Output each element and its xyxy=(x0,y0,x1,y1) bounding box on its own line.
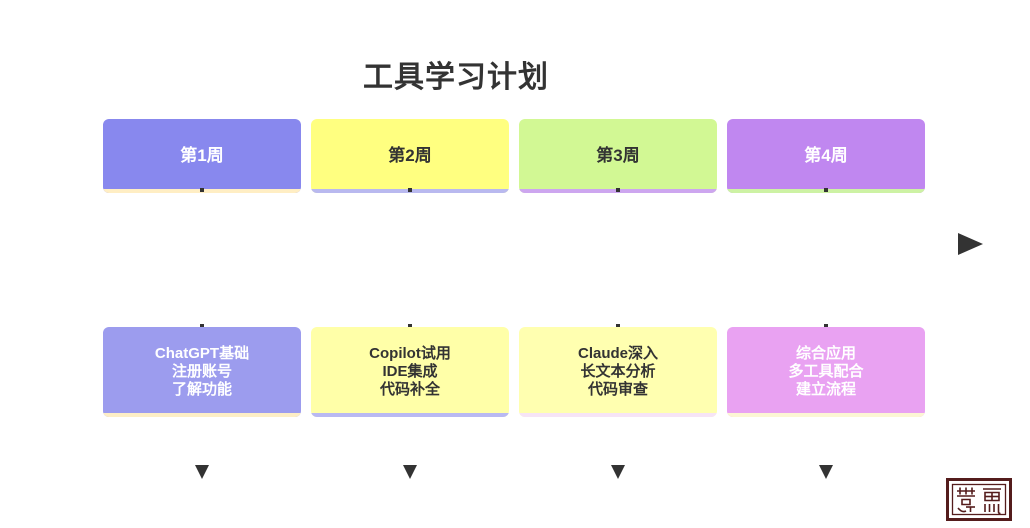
detail-line: Copilot试用 xyxy=(369,345,451,362)
detail-line: 建立流程 xyxy=(795,381,856,398)
detail-line: 注册账号 xyxy=(171,363,232,380)
detail-line: 代码审查 xyxy=(587,381,648,398)
detail-line: 多工具配合 xyxy=(788,363,864,380)
connector-dot-detail-3 xyxy=(616,324,620,328)
connector-dot-detail-2 xyxy=(408,324,412,328)
week-box-1: 第1周 xyxy=(103,119,301,193)
detail-box-1: ChatGPT基础 注册账号 了解功能 xyxy=(103,327,301,417)
detail-line: 了解功能 xyxy=(171,381,232,398)
down-arrow-icon-2 xyxy=(403,465,417,479)
week-box-4: 第4周 xyxy=(727,119,925,193)
down-arrow-icon-1 xyxy=(195,465,209,479)
connector-dot-week-3 xyxy=(616,188,620,192)
week-box-2: 第2周 xyxy=(311,119,509,193)
connector-dot-week-4 xyxy=(824,188,828,192)
detail-line: 代码补全 xyxy=(379,381,440,398)
connector-dot-week-1 xyxy=(200,188,204,192)
detail-line: ChatGPT基础 xyxy=(154,345,250,362)
detail-strip-2 xyxy=(311,413,509,417)
connector-dot-detail-1 xyxy=(200,324,204,328)
week-label-1: 第1周 xyxy=(180,146,224,165)
week-box-3: 第3周 xyxy=(519,119,717,193)
detail-box-4: 综合应用 多工具配合 建立流程 xyxy=(727,327,925,417)
seal-watermark-icon xyxy=(946,478,1012,521)
detail-strip-1 xyxy=(103,413,301,417)
connector-dot-week-2 xyxy=(408,188,412,192)
connector-dot-detail-4 xyxy=(824,324,828,328)
detail-strip-3 xyxy=(519,413,717,417)
detail-line: Claude深入 xyxy=(577,345,658,362)
detail-box-2: Copilot试用 IDE集成 代码补全 xyxy=(311,327,509,417)
week-label-4: 第4周 xyxy=(804,146,848,165)
detail-line: 长文本分析 xyxy=(580,363,656,380)
detail-line: 综合应用 xyxy=(795,345,856,362)
week-label-2: 第2周 xyxy=(388,146,432,165)
timeline-axis-arrow-icon xyxy=(958,233,983,255)
diagram-title: 工具学习计划 xyxy=(363,61,549,94)
detail-line: IDE集成 xyxy=(382,363,438,380)
week-label-3: 第3周 xyxy=(596,146,640,165)
detail-box-3: Claude深入 长文本分析 代码审查 xyxy=(519,327,717,417)
detail-strip-4 xyxy=(727,413,925,417)
down-arrow-icon-4 xyxy=(819,465,833,479)
down-arrow-icon-3 xyxy=(611,465,625,479)
